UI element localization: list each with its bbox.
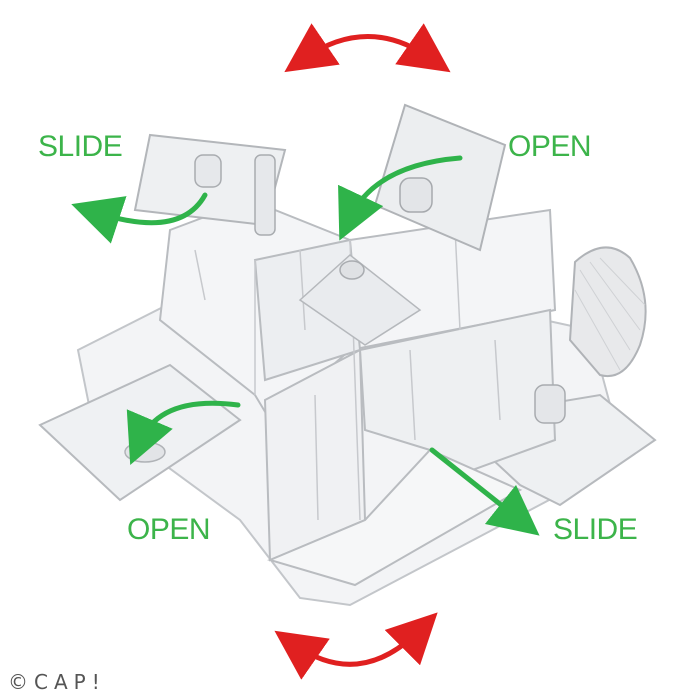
label-slide-bottom-right: SLIDE [553, 513, 638, 546]
arrow-slide-bottom-right [429, 447, 540, 536]
lid-top-right [373, 103, 507, 252]
label-open-top-right: OPEN [508, 130, 592, 163]
lid-post-top-left [194, 154, 276, 236]
funnel-knob [339, 260, 365, 280]
rotate-arrow-bottom [274, 612, 438, 680]
arrow-open-top-right [338, 155, 463, 241]
arrow-slide-top-left [71, 192, 208, 244]
panel-knob-left [124, 441, 166, 463]
knob-front-right [534, 384, 566, 424]
center-funnel [298, 254, 422, 346]
label-open-bottom-left: OPEN [127, 513, 211, 546]
suction-pad [568, 246, 647, 378]
lid-post-top-right [399, 177, 433, 213]
label-slide-top-left: SLIDE [38, 130, 123, 163]
box-dividers [194, 227, 501, 521]
arrow-open-bottom-left [126, 400, 241, 465]
rotate-arrow-top [284, 23, 451, 73]
copyright-text: ©CAP! [8, 670, 106, 694]
